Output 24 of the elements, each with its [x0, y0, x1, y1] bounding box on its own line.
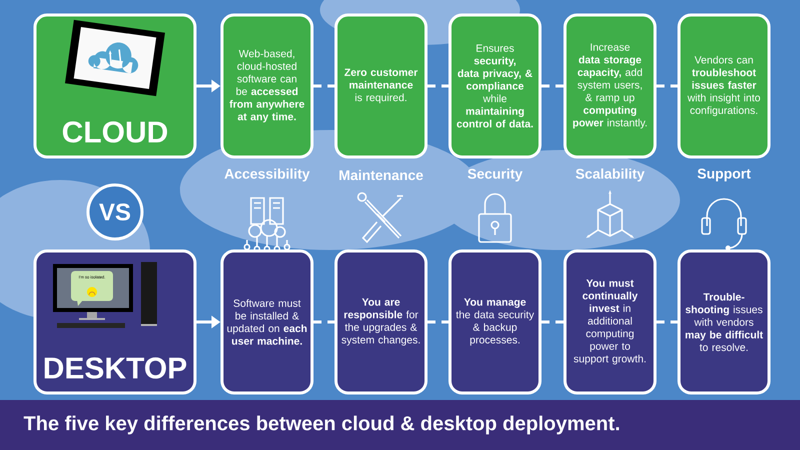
heading: DESKTOP [44, 357, 186, 379]
heading: CLOUD [62, 121, 168, 143]
connector [314, 84, 334, 88]
text-card: You must continually invest in additional computing power to support growth. [564, 250, 656, 394]
text-card: Zero customer maintenance is required. [334, 14, 428, 158]
category-label: Accessibility [224, 168, 310, 182]
text-card: You are responsible for the upgrades & system changes. [334, 250, 428, 394]
text-card: Software must be installed & updated on each user machine. [220, 250, 314, 394]
connector [314, 320, 334, 324]
connector [656, 320, 678, 324]
category-label: Maintenance [340, 170, 423, 180]
connector [428, 320, 448, 324]
connector [656, 84, 678, 88]
connector [542, 320, 564, 324]
text-card: You manage the data security & backup processes. [448, 250, 542, 394]
connector [428, 84, 448, 88]
connector [542, 84, 564, 88]
category-label: Scalability [576, 168, 645, 182]
text-card: Ensures security, data privacy, & compliance while maintaining control of data. [448, 14, 542, 158]
title: The five key differences between cloud & desktop deployment. [24, 416, 619, 434]
text-card: Increase data storage capacity, add system users, & ramp up computing power instantly. [564, 14, 656, 158]
text-card: Vendors can troubleshoot issues faster with insight into configurations. [678, 14, 770, 158]
text-card: Web-based, cloud-hosted software can be accessed from anywhere at any time. [220, 14, 314, 158]
text-card: Trouble-shooting issues with vendors may be difficult to resolve. [678, 250, 770, 394]
